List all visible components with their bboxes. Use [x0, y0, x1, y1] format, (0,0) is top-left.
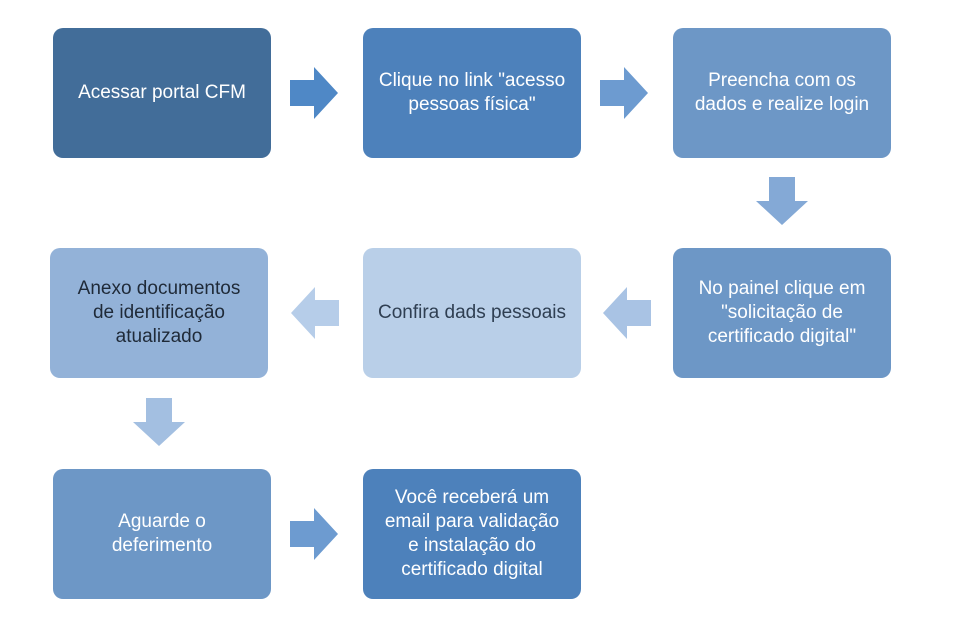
step-label: Anexo documentos de identificação atuali… [77, 278, 241, 347]
step-label: Acessar portal CFM [78, 82, 246, 103]
arrow-left-icon [603, 287, 651, 339]
step-painel-solicitacao: No painel clique em "solicitação de cert… [673, 248, 891, 378]
arrow-left-icon [291, 287, 339, 339]
step-label: Aguarde o deferimento [111, 511, 213, 556]
step-label: Você receberá um email para validação e … [384, 487, 560, 580]
arrow-right-icon [290, 67, 338, 119]
arrow-right-icon [600, 67, 648, 119]
step-anexo-documentos: Anexo documentos de identificação atuali… [50, 248, 268, 378]
arrow-down-icon [133, 398, 185, 446]
step-clique-link: Clique no link "acesso pessoas física" [363, 28, 581, 158]
step-confira-dados: Confira dads pessoais [363, 248, 581, 378]
step-email-validacao: Você receberá um email para validação e … [363, 469, 581, 599]
step-label: Clique no link "acesso pessoas física" [378, 70, 566, 115]
step-label: Preencha com os dados e realize login [694, 70, 870, 115]
arrow-down-icon [756, 177, 808, 225]
arrow-right-icon [290, 508, 338, 560]
step-label: No painel clique em "solicitação de cert… [698, 278, 866, 347]
step-aguarde-deferimento: Aguarde o deferimento [53, 469, 271, 599]
step-preencha-login: Preencha com os dados e realize login [673, 28, 891, 158]
step-label: Confira dads pessoais [378, 302, 566, 323]
step-acessar-portal: Acessar portal CFM [53, 28, 271, 158]
